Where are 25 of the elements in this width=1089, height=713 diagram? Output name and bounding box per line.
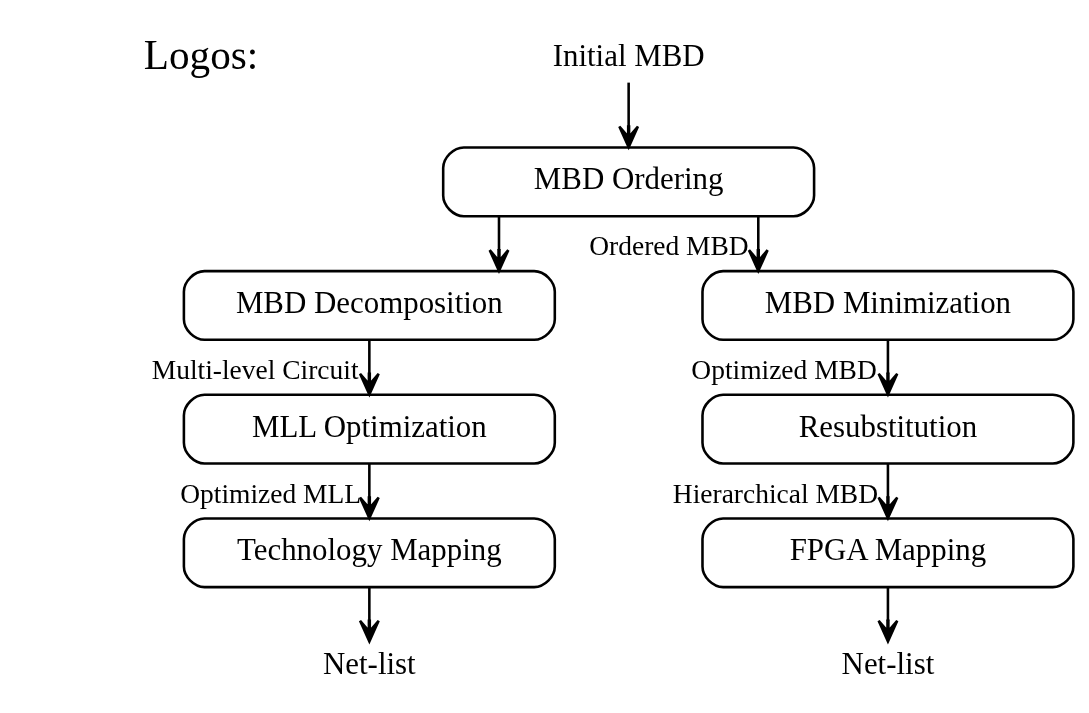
node-box: MBD Minimization [701,269,1075,341]
label: Logos: [143,31,259,78]
arrow [877,463,899,519]
node-box: MBD Decomposition [182,269,557,341]
node-text: Net-list [323,645,416,681]
arrow [358,586,380,643]
node-box: Resubstitution [701,393,1075,465]
arrow [877,339,899,396]
node-box: MBD Ordering [441,145,816,217]
arrow [358,463,380,519]
node-box: MLL Optimization [182,393,557,465]
node-text: Initial MBD [552,37,705,73]
edge-label: Multi-level Circuit [151,354,359,385]
edge-label: Optimized MBD [691,354,877,385]
node-box: Technology Mapping [182,516,557,588]
node-box: FPGA Mapping [701,516,1075,588]
arrow [358,339,380,396]
edge-label: Optimized MLL [180,478,362,508]
edge-label: Ordered MBD [589,230,749,261]
node-text: Net-list [841,645,935,681]
arrow [747,215,769,272]
arrow [877,586,899,643]
arrow [618,82,640,148]
edge-label: Hierarchical MBD [672,478,879,508]
arrow [488,215,510,272]
